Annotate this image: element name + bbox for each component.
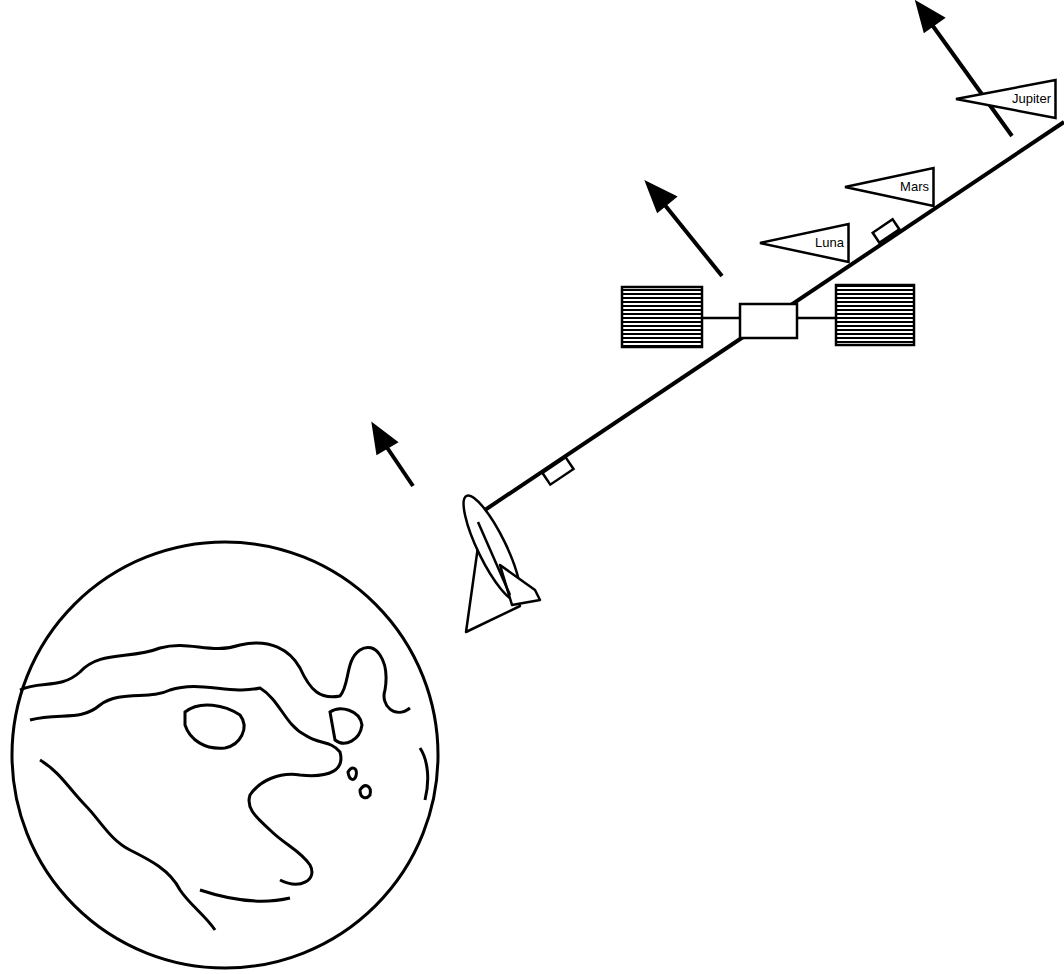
pennant-flag: Mars xyxy=(844,167,935,207)
earth-globe xyxy=(12,542,438,968)
flag-triangle xyxy=(956,80,1056,118)
flag-label: Mars xyxy=(900,180,929,194)
tether-module xyxy=(542,219,899,484)
flag-label: Luna xyxy=(815,236,844,250)
flag-triangle xyxy=(760,224,849,262)
pennant-flag: Jupiter xyxy=(955,79,1057,119)
motion-arrow xyxy=(374,4,1012,486)
tether xyxy=(470,122,1064,520)
flag-triangle xyxy=(845,168,934,206)
pennant-flag: Luna xyxy=(759,223,850,263)
space-station xyxy=(622,285,914,347)
flag-label: Jupiter xyxy=(1012,92,1051,106)
space-shuttle xyxy=(454,490,540,632)
